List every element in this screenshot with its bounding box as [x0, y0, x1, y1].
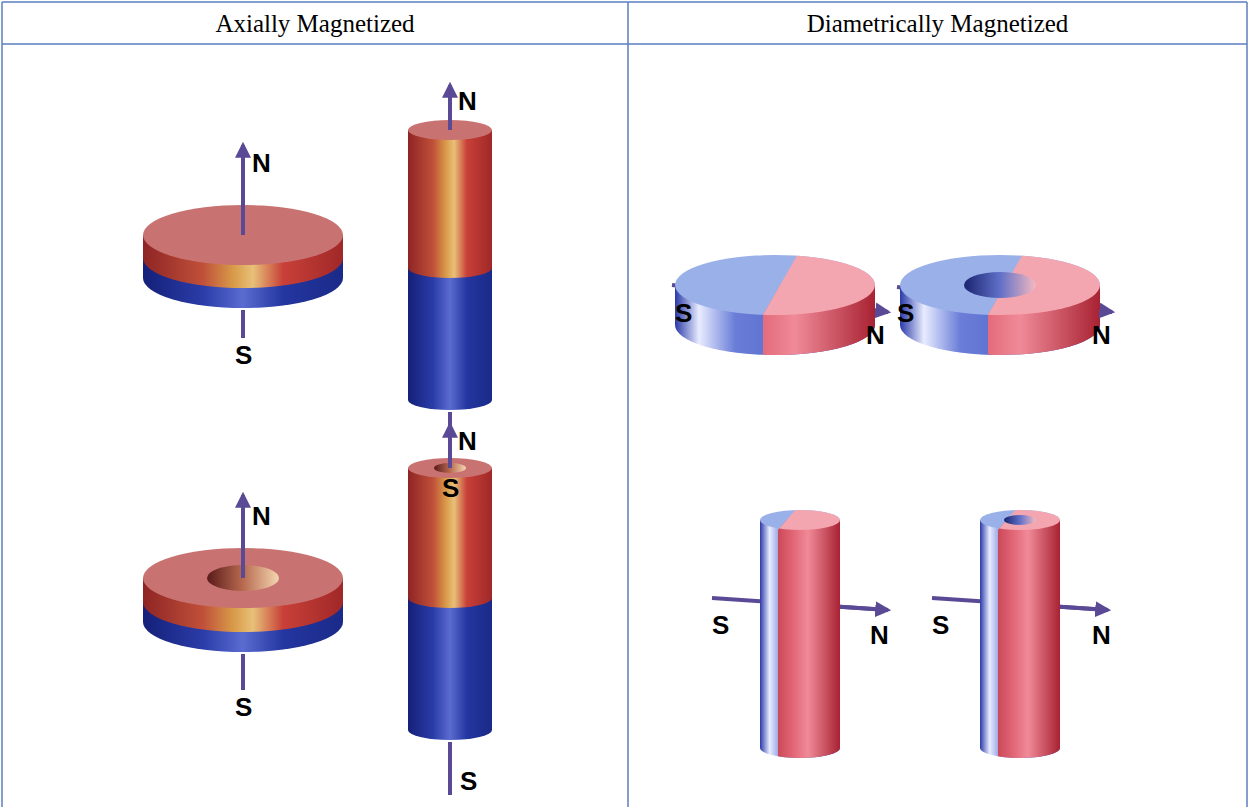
magnet-face [900, 255, 1100, 315]
pole-label: N [458, 88, 477, 114]
magnet-hole [964, 272, 1036, 298]
field-arrow [448, 412, 452, 470]
magnet-north-half [980, 510, 1060, 758]
pole-label: S [932, 612, 949, 638]
field-arrow [875, 310, 888, 312]
field-arrow [241, 495, 245, 578]
pole-label: S [675, 300, 692, 326]
magnet-side [760, 520, 840, 758]
magnet-face [675, 255, 875, 315]
magnet-hole [1004, 515, 1036, 525]
magnet-north-half [900, 255, 1100, 355]
column-header: Axially Magnetized [2, 6, 628, 41]
column-header: Diametrically Magnetized [628, 6, 1247, 41]
pole-label: N [870, 622, 889, 648]
pole-label: N [1092, 322, 1111, 348]
pole-label: S [460, 768, 477, 794]
grid-line [1246, 2, 1248, 807]
magnet-side [408, 268, 492, 410]
axial-magnet [408, 120, 492, 410]
magnet-side [408, 130, 492, 278]
magnet-face [980, 510, 1060, 530]
pole-label: N [458, 428, 477, 454]
field-arrow [448, 425, 452, 468]
pole-label: S [442, 475, 459, 501]
magnet-north-half [675, 255, 875, 355]
magnet-side [760, 520, 840, 758]
field-arrow [840, 607, 888, 610]
field-arrow [241, 310, 245, 338]
magnet-face [980, 510, 1060, 530]
magnet-face [900, 255, 1100, 315]
grid-line [2, 43, 1247, 45]
diametric-magnet [980, 510, 1060, 758]
pole-label: S [712, 612, 729, 638]
magnet-side [408, 598, 492, 740]
field-arrow [448, 742, 452, 795]
diametric-magnet [900, 255, 1100, 355]
magnet-face [760, 510, 840, 530]
pole-label: N [866, 322, 885, 348]
field-arrow [448, 85, 452, 130]
grid-line [1, 2, 3, 807]
diametric-magnet [675, 255, 875, 355]
diametric-magnet [760, 510, 840, 758]
magnet-side [408, 468, 492, 608]
magnet-face [760, 510, 840, 530]
field-arrow [1100, 311, 1112, 312]
field-arrow [241, 145, 245, 235]
pole-label: N [252, 503, 271, 529]
pole-label: N [1092, 622, 1111, 648]
magnet-face [675, 255, 875, 315]
pole-label: S [897, 300, 914, 326]
grid-line [2, 1, 1247, 3]
magnet-side [980, 520, 1060, 758]
pole-label: S [235, 342, 252, 368]
grid-line [627, 2, 629, 807]
pole-label: N [252, 150, 271, 176]
pole-label: S [235, 694, 252, 720]
magnet-side [980, 520, 1060, 758]
magnet-north-half [760, 510, 840, 758]
field-arrow [241, 654, 245, 690]
field-arrow [1060, 607, 1108, 610]
axial-magnet [408, 458, 492, 740]
